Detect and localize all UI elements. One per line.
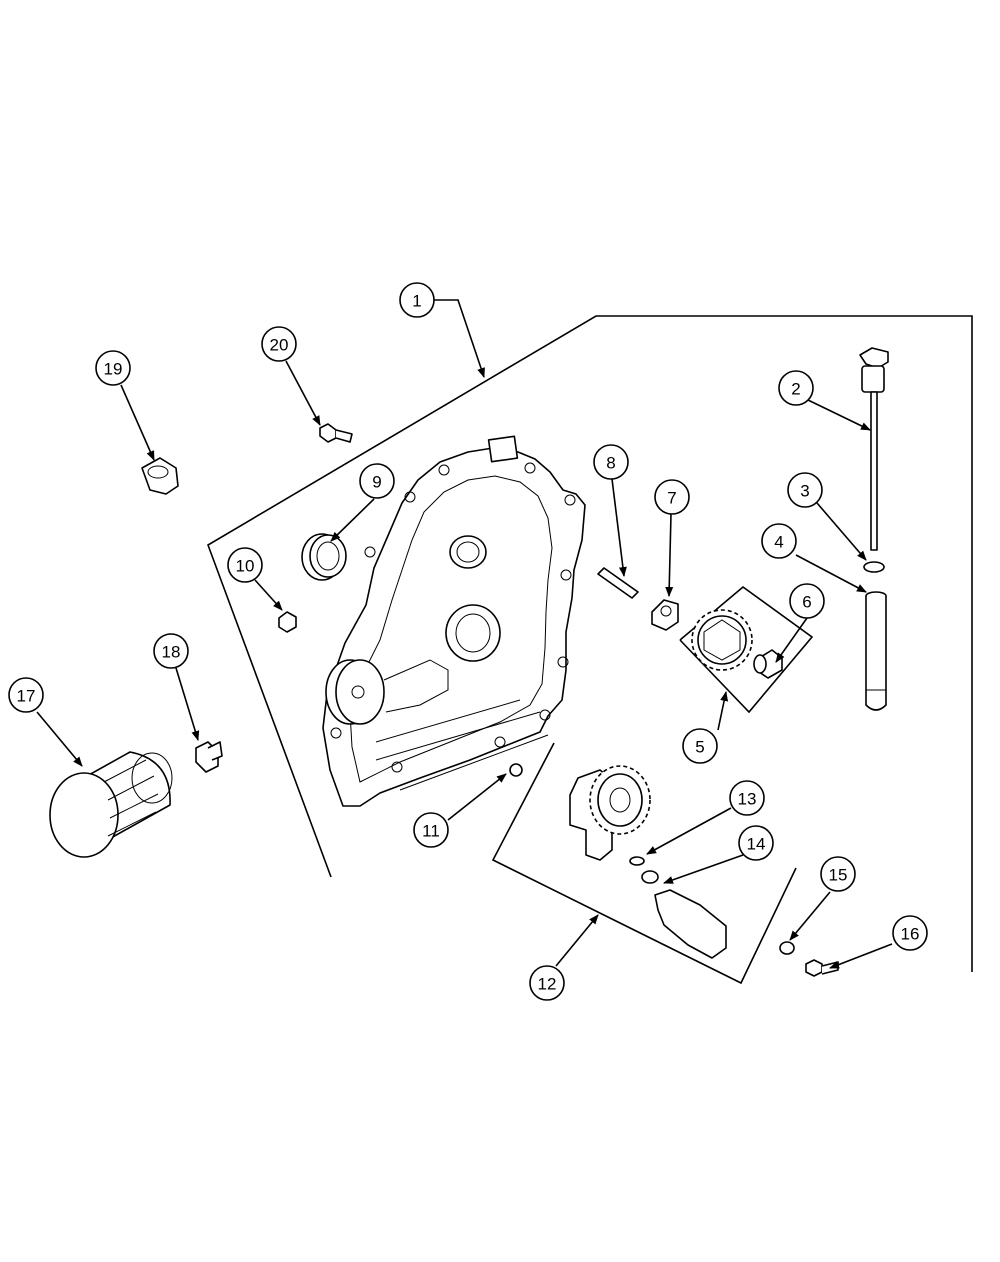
plug-6 [753, 649, 783, 679]
callout-7: 7 [654, 479, 690, 515]
callout-4: 4 [761, 523, 797, 559]
callout-19: 19 [95, 350, 131, 386]
switch-19 [141, 457, 179, 495]
callout-label: 7 [667, 489, 676, 508]
callout-label: 4 [774, 533, 783, 552]
callout-label: 6 [802, 593, 811, 612]
callout-label: 18 [162, 643, 181, 662]
callout-6: 6 [789, 583, 825, 619]
assembly-bracket-1 [207, 315, 973, 972]
callout-label: 19 [104, 360, 123, 379]
plug-10 [278, 611, 297, 633]
callout-label: 3 [800, 482, 809, 501]
callout-9: 9 [359, 463, 395, 499]
callout-13: 13 [729, 780, 765, 816]
callout-label: 12 [538, 975, 557, 994]
callout-label: 14 [747, 835, 766, 854]
callout-label: 5 [695, 738, 704, 757]
callout-label: 11 [422, 822, 440, 841]
callout-5: 5 [682, 728, 718, 764]
callout-1: 1 [399, 282, 435, 318]
dipstick [859, 347, 889, 551]
callout-label: 20 [270, 336, 289, 355]
callout-label: 8 [606, 454, 615, 473]
bushing-7 [651, 599, 679, 631]
callout-label: 13 [738, 790, 757, 809]
oil-seal [301, 533, 347, 581]
leader-lines [36, 299, 893, 969]
screw-20 [319, 423, 353, 443]
o-ring-3 [863, 561, 885, 573]
o-ring-13 [629, 856, 645, 866]
pin-8 [597, 567, 639, 599]
washer-15 [779, 941, 795, 955]
callout-3: 3 [787, 472, 823, 508]
callout-14: 14 [738, 825, 774, 861]
callout-label: 15 [829, 866, 848, 885]
oil-sensor [641, 870, 727, 959]
callout-label: 1 [412, 292, 421, 311]
callout-15: 15 [820, 856, 856, 892]
callout-label: 17 [17, 687, 36, 706]
dipstick-tube [865, 591, 887, 711]
callout-8: 8 [593, 444, 629, 480]
bolt-16 [805, 959, 839, 977]
assembly-bracket-5 [679, 585, 814, 714]
callout-label: 16 [901, 925, 920, 944]
assembly-bracket-12 [491, 742, 797, 985]
callout-10: 10 [227, 547, 263, 583]
callout-20: 20 [261, 326, 297, 362]
callout-label: 10 [236, 557, 255, 576]
callout-18: 18 [153, 633, 189, 669]
callout-label: 9 [372, 473, 381, 492]
callout-label: 2 [791, 380, 800, 399]
o-ring-11 [509, 763, 523, 777]
oil-pump-assembly [569, 765, 651, 861]
callout-2: 2 [778, 370, 814, 406]
gear-assembly [691, 609, 753, 671]
callout-12: 12 [529, 965, 565, 1001]
callout-16: 16 [892, 915, 928, 951]
callout-11: 11 [413, 812, 449, 848]
drain-plug [195, 741, 223, 773]
oil-filter [49, 751, 173, 858]
timing-cover [322, 435, 586, 807]
callout-17: 17 [8, 677, 44, 713]
